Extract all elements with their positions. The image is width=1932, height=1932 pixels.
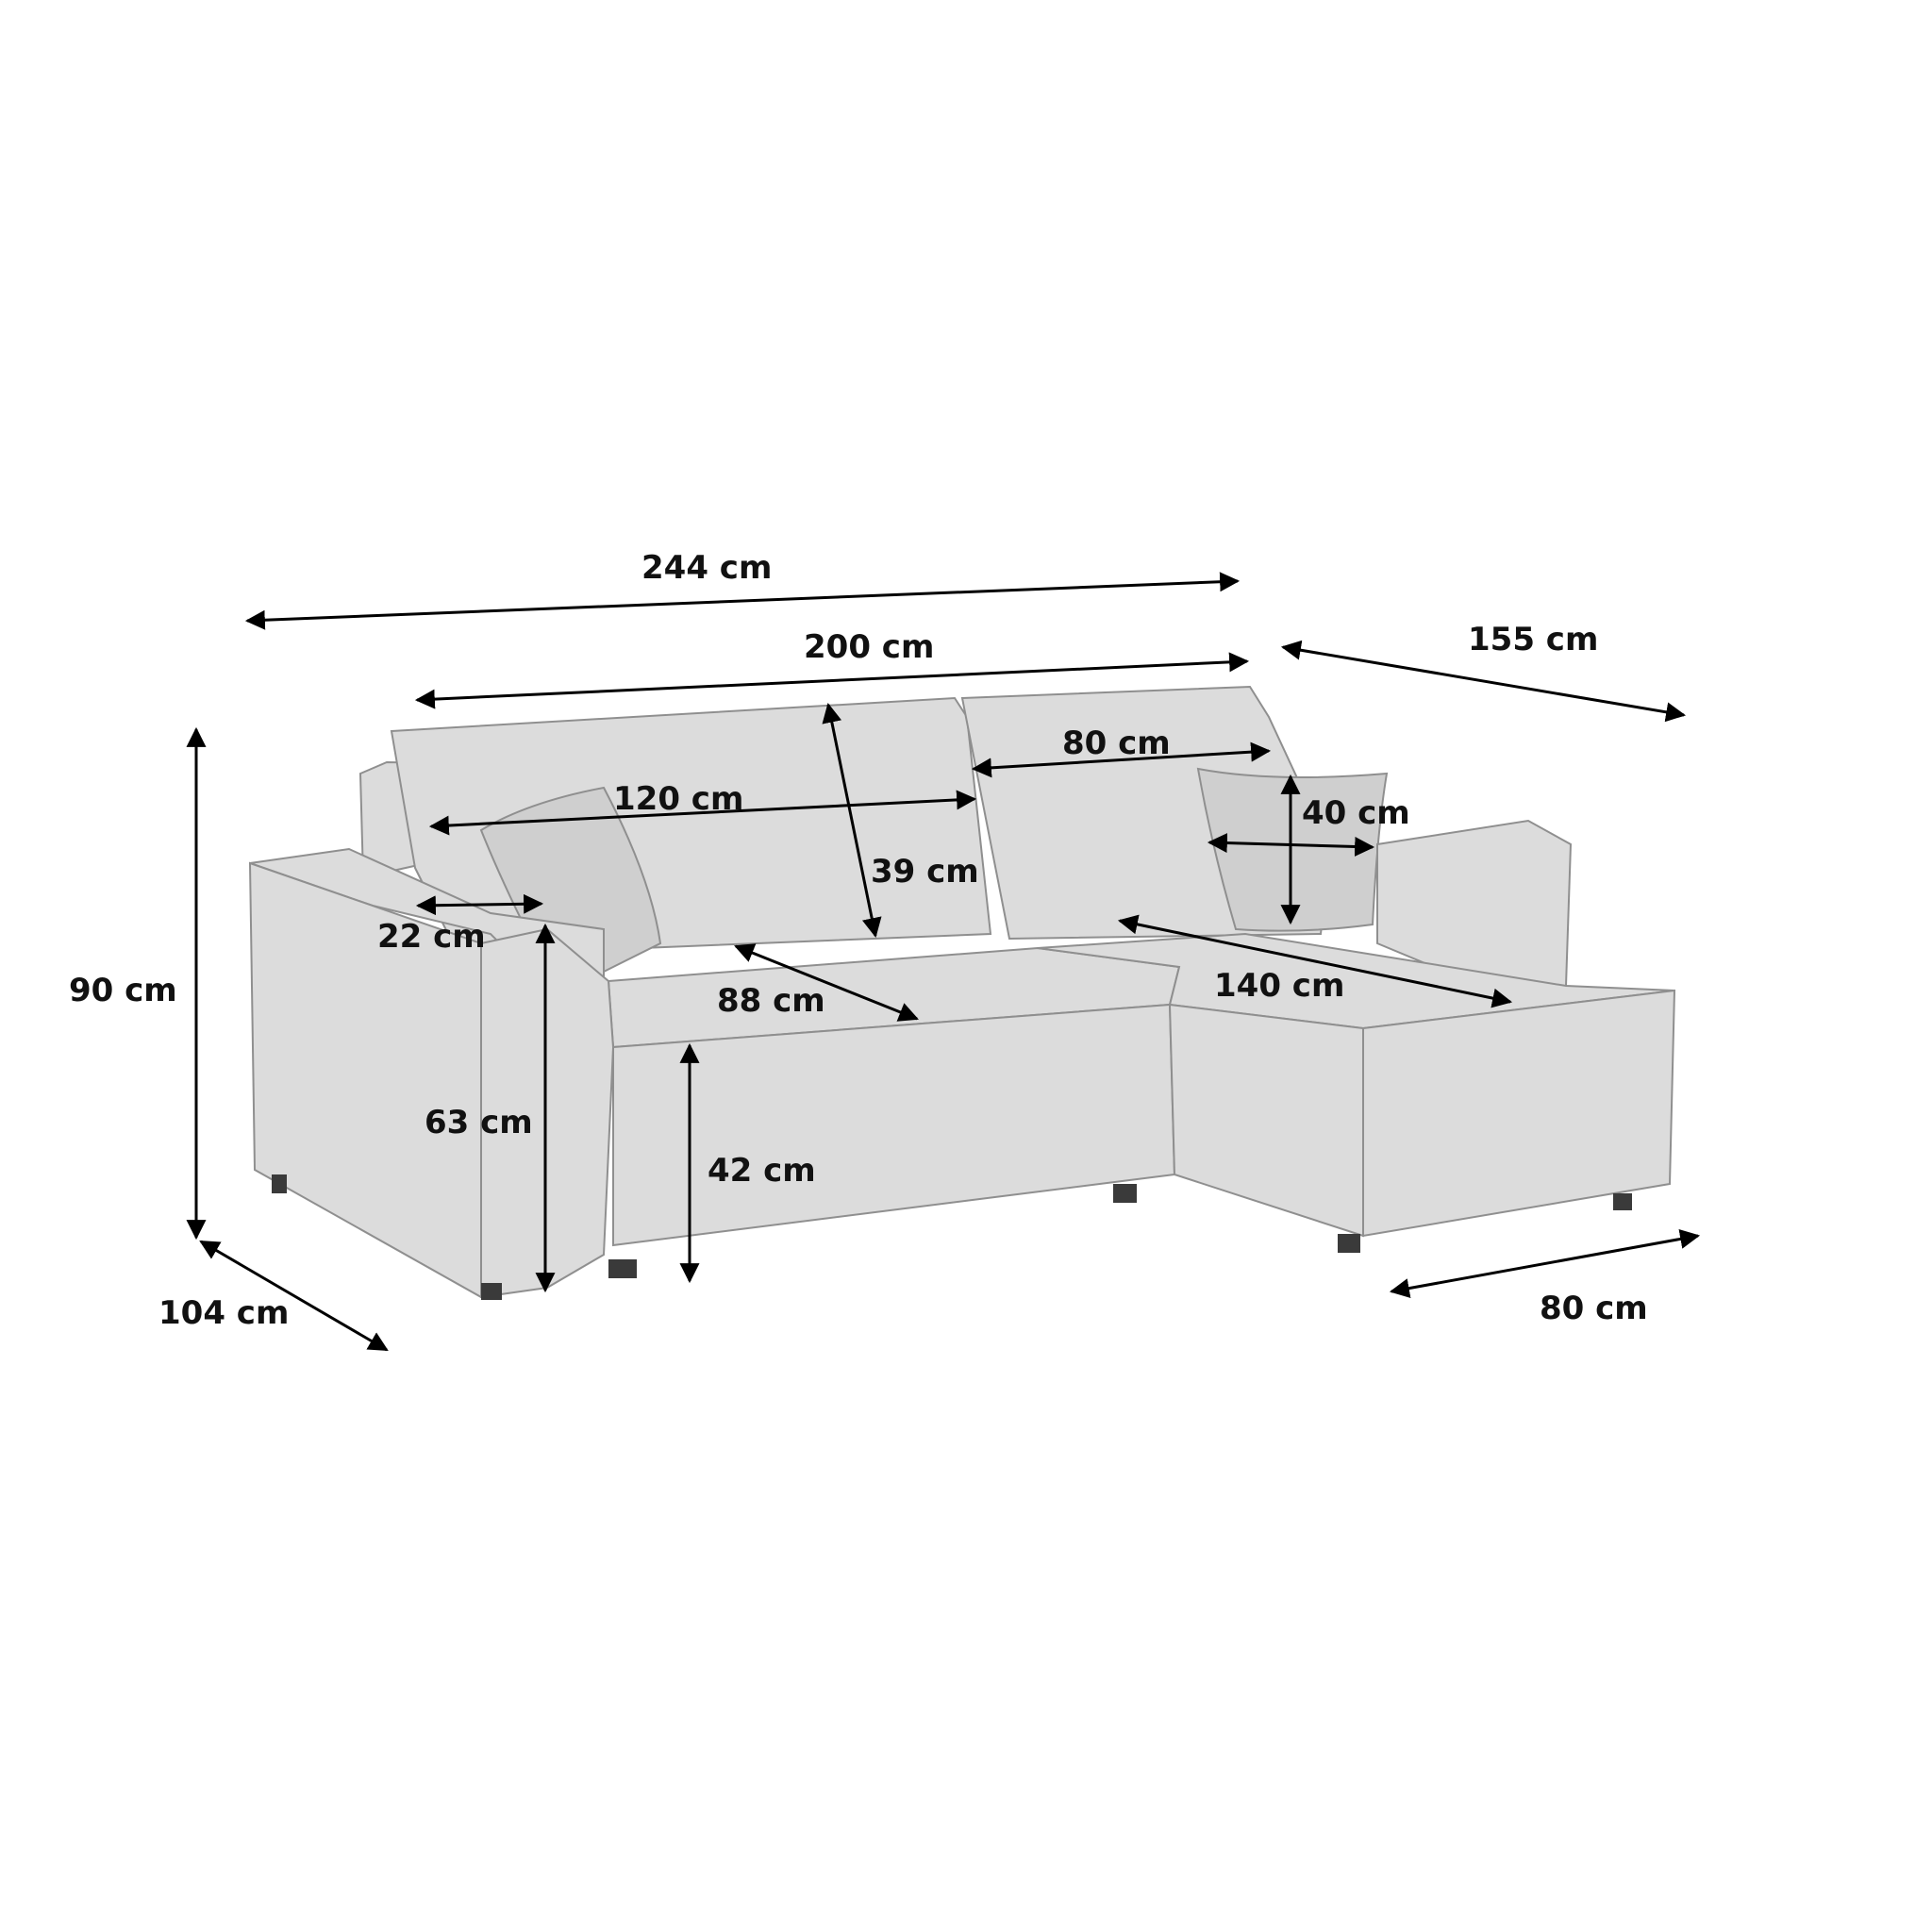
label-seat-height: 42 cm [708, 1152, 816, 1190]
arrow-pillow-width [1207, 833, 1375, 857]
seat-front [612, 1003, 1176, 1247]
leg [1338, 1234, 1360, 1253]
arrow-seat-width [414, 652, 1250, 709]
label-pillow-height: 40 cm [1302, 794, 1410, 832]
arrow-backrest-cushion-width [971, 741, 1272, 778]
label-total-height: 90 cm [69, 972, 177, 1009]
arrow-chaise-seat-length [1117, 914, 1513, 1008]
label-seat-width: 200 cm [804, 628, 934, 666]
leg [481, 1283, 502, 1300]
leg [1113, 1184, 1137, 1203]
label-backrest-cushion-width: 80 cm [1062, 724, 1171, 762]
chaise-side [1168, 1003, 1364, 1238]
leg [1613, 1193, 1632, 1210]
leg [272, 1174, 287, 1193]
chaise-front [1362, 989, 1676, 1238]
label-armrest-height: 63 cm [425, 1104, 533, 1141]
label-seat-depth: 88 cm [717, 982, 825, 1020]
sofa-illustration [248, 685, 1676, 1300]
label-cushion-width: 120 cm [613, 780, 743, 818]
arrow-chaise-length [1280, 640, 1687, 723]
arrow-armrest-width [415, 893, 544, 916]
label-backrest-height: 39 cm [871, 853, 979, 891]
leg [608, 1259, 637, 1278]
arrow-total-depth [199, 1240, 389, 1352]
arrow-cushion-width [428, 790, 977, 836]
label-total-depth: 104 cm [158, 1294, 289, 1332]
label-chaise-width: 80 cm [1540, 1290, 1648, 1327]
arrow-seat-depth [734, 943, 919, 1022]
dimension-arrows [186, 572, 1701, 1352]
arrow-chaise-width [1389, 1229, 1701, 1298]
label-armrest-width: 22 cm [377, 918, 486, 956]
dimension-labels: 244 cm 200 cm 155 cm 80 cm 120 cm 40 cm … [69, 549, 1648, 1332]
label-chaise-length: 155 cm [1468, 621, 1598, 658]
arrow-backrest-height [822, 702, 882, 939]
label-total-width: 244 cm [641, 549, 772, 587]
arrow-total-width [244, 572, 1241, 630]
label-chaise-seat-length: 140 cm [1214, 967, 1344, 1005]
